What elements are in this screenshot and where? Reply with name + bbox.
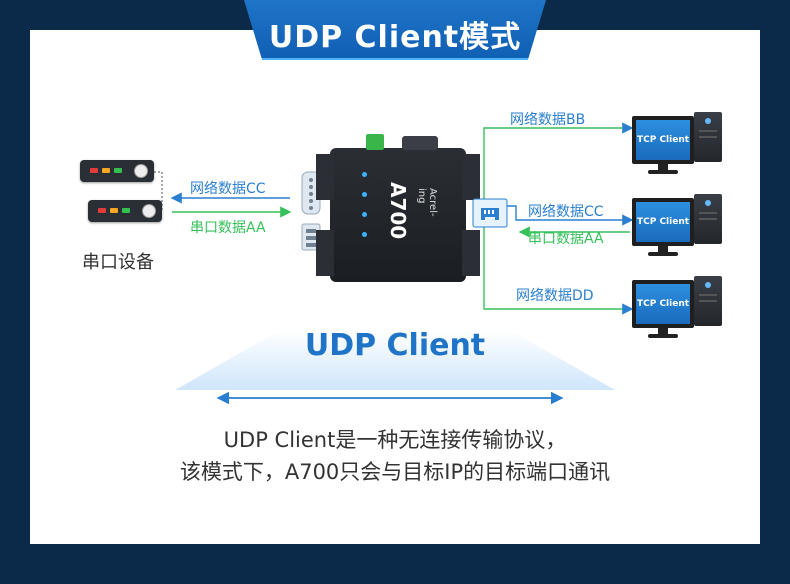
led-red-icon (90, 168, 98, 173)
pc2-network-label: 网络数据CC (528, 204, 604, 220)
serial-device-2 (88, 200, 162, 222)
pc1-tower-icon (694, 112, 722, 162)
device-model: A700 (386, 182, 410, 240)
pc1-screen: TCP Client (632, 116, 694, 164)
terminal-block-icon (366, 134, 384, 150)
mount-ear-left-bottom (316, 230, 334, 276)
a700-gateway: A700 Acrel-ing (316, 148, 480, 282)
left-network-label: 网络数据CC (190, 181, 266, 197)
pc2-screen: TCP Client (632, 198, 694, 246)
serial-port-icon (402, 136, 438, 150)
pc3-screen: TCP Client (632, 280, 694, 328)
pc1-network-label: 网络数据BB (510, 112, 586, 128)
pc2-base (648, 252, 678, 256)
led-red-icon (98, 208, 106, 213)
pc3-network-label: 网络数据DD (516, 288, 594, 304)
pc2-serial-label: 串口数据AA (528, 231, 604, 247)
knob-icon (142, 204, 156, 218)
mount-ear-left (316, 154, 334, 200)
pc2-tower-icon (694, 194, 722, 244)
title-tab: UDP Client模式 (244, 0, 546, 60)
led-green-icon (122, 208, 130, 213)
led-orange-icon (110, 208, 118, 213)
ethernet-port-icon (472, 198, 508, 228)
status-led-icon (362, 232, 367, 237)
pc1-base (648, 170, 678, 174)
left-serial-label: 串口数据AA (190, 220, 266, 236)
status-led-icon (362, 212, 367, 217)
knob-icon (134, 164, 148, 178)
led-green-icon (114, 168, 122, 173)
pc3-stand (658, 328, 668, 336)
description-line-2: 该模式下，A700只会与目标IP的目标端口通讯 (179, 460, 611, 484)
db9-connector-icon (301, 171, 321, 251)
mount-ear-right-bottom (462, 230, 480, 276)
udp-banner-title: UDP Client (304, 328, 486, 363)
serial-device-label: 串口设备 (82, 252, 154, 273)
pc2-stand (658, 246, 668, 254)
device-brand: Acrel-ing (416, 188, 438, 217)
pc3-base (648, 334, 678, 338)
page-title: UDP Client模式 (268, 20, 522, 55)
pc1-stand (658, 164, 668, 172)
title-tab-background (244, 0, 546, 60)
description-line-1: UDP Client是一种无连接传输协议， (223, 428, 567, 452)
mount-ear-right (462, 154, 480, 200)
led-orange-icon (102, 168, 110, 173)
pc3-tower-icon (694, 276, 722, 326)
serial-device-1 (80, 160, 154, 182)
status-led-icon (362, 172, 367, 177)
status-led-icon (362, 192, 367, 197)
